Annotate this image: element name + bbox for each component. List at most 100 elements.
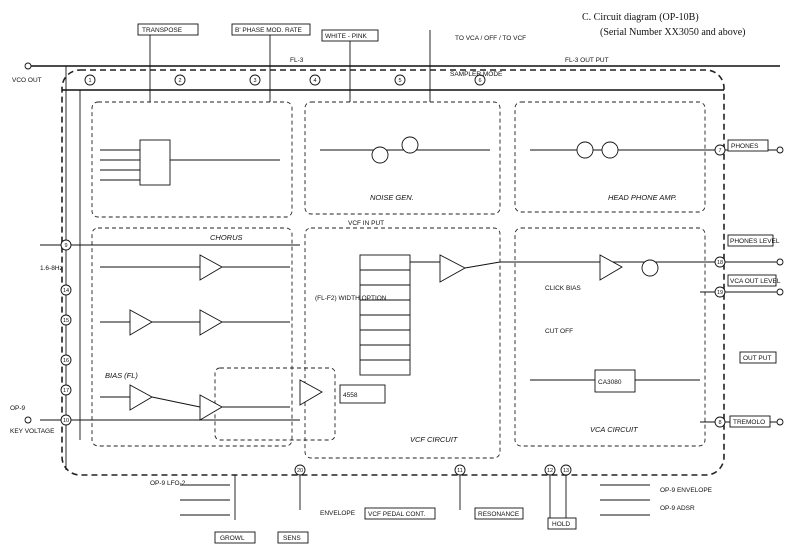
vcf-pedal-cont-label: VCF PEDAL CONT. <box>368 511 425 518</box>
white-pink-label: WHITE - PINK <box>325 33 368 40</box>
phase-mod-rate-label: B' PHASE MOD. RATE <box>235 27 303 34</box>
vcf-ic <box>339 384 386 404</box>
pin-3-label: 3 <box>253 78 256 84</box>
pin-13 <box>560 464 572 476</box>
pin-12 <box>544 464 556 476</box>
hp-transistor-2 <box>601 141 619 159</box>
pin-2-label: 2 <box>178 78 181 84</box>
pin-17 <box>60 384 72 396</box>
resonance-label: RESONANCE <box>478 511 520 518</box>
pin-9 <box>60 239 72 251</box>
vca-transistor <box>641 259 659 277</box>
pin-16-label: 16 <box>63 358 69 364</box>
pin-5-label: 5 <box>398 78 401 84</box>
noise-transistor-1 <box>371 146 389 164</box>
diagram-title: C. Circuit diagram (OP-10B) <box>582 12 699 23</box>
pin-19-label: 19 <box>717 290 723 296</box>
pin-18-label: 18 <box>717 260 723 266</box>
vcf-block <box>304 227 501 459</box>
phones-level-label-box <box>727 234 774 247</box>
pin-14 <box>60 284 72 296</box>
growl-label-box <box>214 531 256 544</box>
vca-out-level-label-box <box>727 274 777 287</box>
tremolo-label: TREMOLO <box>733 419 765 426</box>
top-pin-row: 1 2 3 4 5 6 7 8 9 10 11 12 13 14 15 16 1… <box>60 74 726 476</box>
phase-mod-label-box <box>231 23 311 36</box>
pin-11-label: 11 <box>457 468 463 474</box>
growl-label: GROWL <box>220 535 245 542</box>
diagram-subtitle: (Serial Number XX3050 and above) <box>600 27 746 38</box>
pin-4-label: 4 <box>313 78 316 84</box>
tremolo-label-box <box>729 415 771 428</box>
key-voltage-label: KEY VOLTAGE <box>10 428 55 435</box>
pin-1 <box>84 74 96 86</box>
vcf-ladder-stages <box>360 269 410 361</box>
bias-opamp-1 <box>129 384 153 411</box>
head-phone-amp-label: HEAD PHONE AMP. <box>608 193 677 202</box>
vcf-input-label: VCF IN PUT <box>348 220 384 227</box>
noise-transistor-2 <box>401 136 419 154</box>
vca-out-level-label: VCA OUT LEVEL <box>730 278 781 285</box>
op9-lfo2-label: OP-9 LFO-2 <box>150 480 186 487</box>
pin-7 <box>714 144 726 156</box>
pin-6 <box>474 74 486 86</box>
bias-fl-label: BIAS (FL) <box>105 371 138 380</box>
chorus-opamp-2 <box>129 309 153 336</box>
pin-20 <box>294 464 306 476</box>
fl3-output-label: FL-3 OUT PUT <box>565 57 609 64</box>
phones-jack <box>776 146 784 154</box>
hold-label: HOLD <box>552 521 570 528</box>
bias-wire <box>100 396 290 408</box>
option-label: (FL-F2) WIDTH OPTION <box>315 295 387 302</box>
transpose-ic-pins <box>100 149 140 181</box>
bias-opamp-2 <box>199 394 223 421</box>
out-put-label: OUT PUT <box>743 355 771 362</box>
pin-16 <box>60 354 72 366</box>
vco-out-node <box>24 62 32 70</box>
op9-adsr-label: OP-9 ADSR <box>660 505 695 512</box>
key-voltage-node <box>24 416 32 424</box>
sens-label-box <box>277 531 309 544</box>
hold-label-box <box>547 517 577 530</box>
sens-label: SENS <box>283 535 301 542</box>
out-put-label-box <box>739 351 777 364</box>
noise-gen-label: NOISE GEN. <box>370 193 414 202</box>
click-bias-label: CLICK BIAS <box>545 285 581 292</box>
pin-17-label: 17 <box>63 388 69 394</box>
envelope-switch-lines <box>600 484 650 516</box>
vcf-out <box>410 261 501 269</box>
pin-9-label: 9 <box>64 243 67 249</box>
vca-block <box>514 227 706 447</box>
pin-1-label: 1 <box>88 78 91 84</box>
pin-10-label: 10 <box>63 418 69 424</box>
pin-18 <box>714 256 726 268</box>
pin-6-label: 6 <box>478 78 481 84</box>
white-pink-label-box <box>321 29 379 42</box>
pin-12-label: 12 <box>547 468 553 474</box>
vcf-circuit-label: VCF CIRCUIT <box>410 435 459 444</box>
pin-11 <box>454 464 466 476</box>
phones-label: PHONES <box>731 143 759 150</box>
vcf-sub-block <box>214 367 336 441</box>
hp-transistor-1 <box>576 141 594 159</box>
pin-14-label: 14 <box>63 288 69 294</box>
vco-out-label: VCO OUT <box>12 77 42 84</box>
op9-envelope-label: OP-9 ENVELOPE <box>660 487 713 494</box>
phones-level-node <box>776 258 784 266</box>
pin-5 <box>394 74 406 86</box>
vcf-opamp <box>439 254 466 283</box>
transpose-label: TRANSPOSE <box>142 27 183 34</box>
pin-10 <box>60 414 72 426</box>
transpose-label-box <box>137 23 199 36</box>
pin-4 <box>309 74 321 86</box>
pin-20-label: 20 <box>297 468 303 474</box>
vcf-pedal-label-box <box>364 507 436 520</box>
tremolo-node <box>776 418 784 426</box>
chorus-opamp-1 <box>199 254 223 281</box>
cut-off-label: CUT OFF <box>545 328 573 335</box>
ic-4558-label: 4558 <box>343 392 358 399</box>
vca-ca3080 <box>594 369 636 393</box>
pin-19 <box>714 286 726 298</box>
noise-gen-block <box>304 101 501 215</box>
